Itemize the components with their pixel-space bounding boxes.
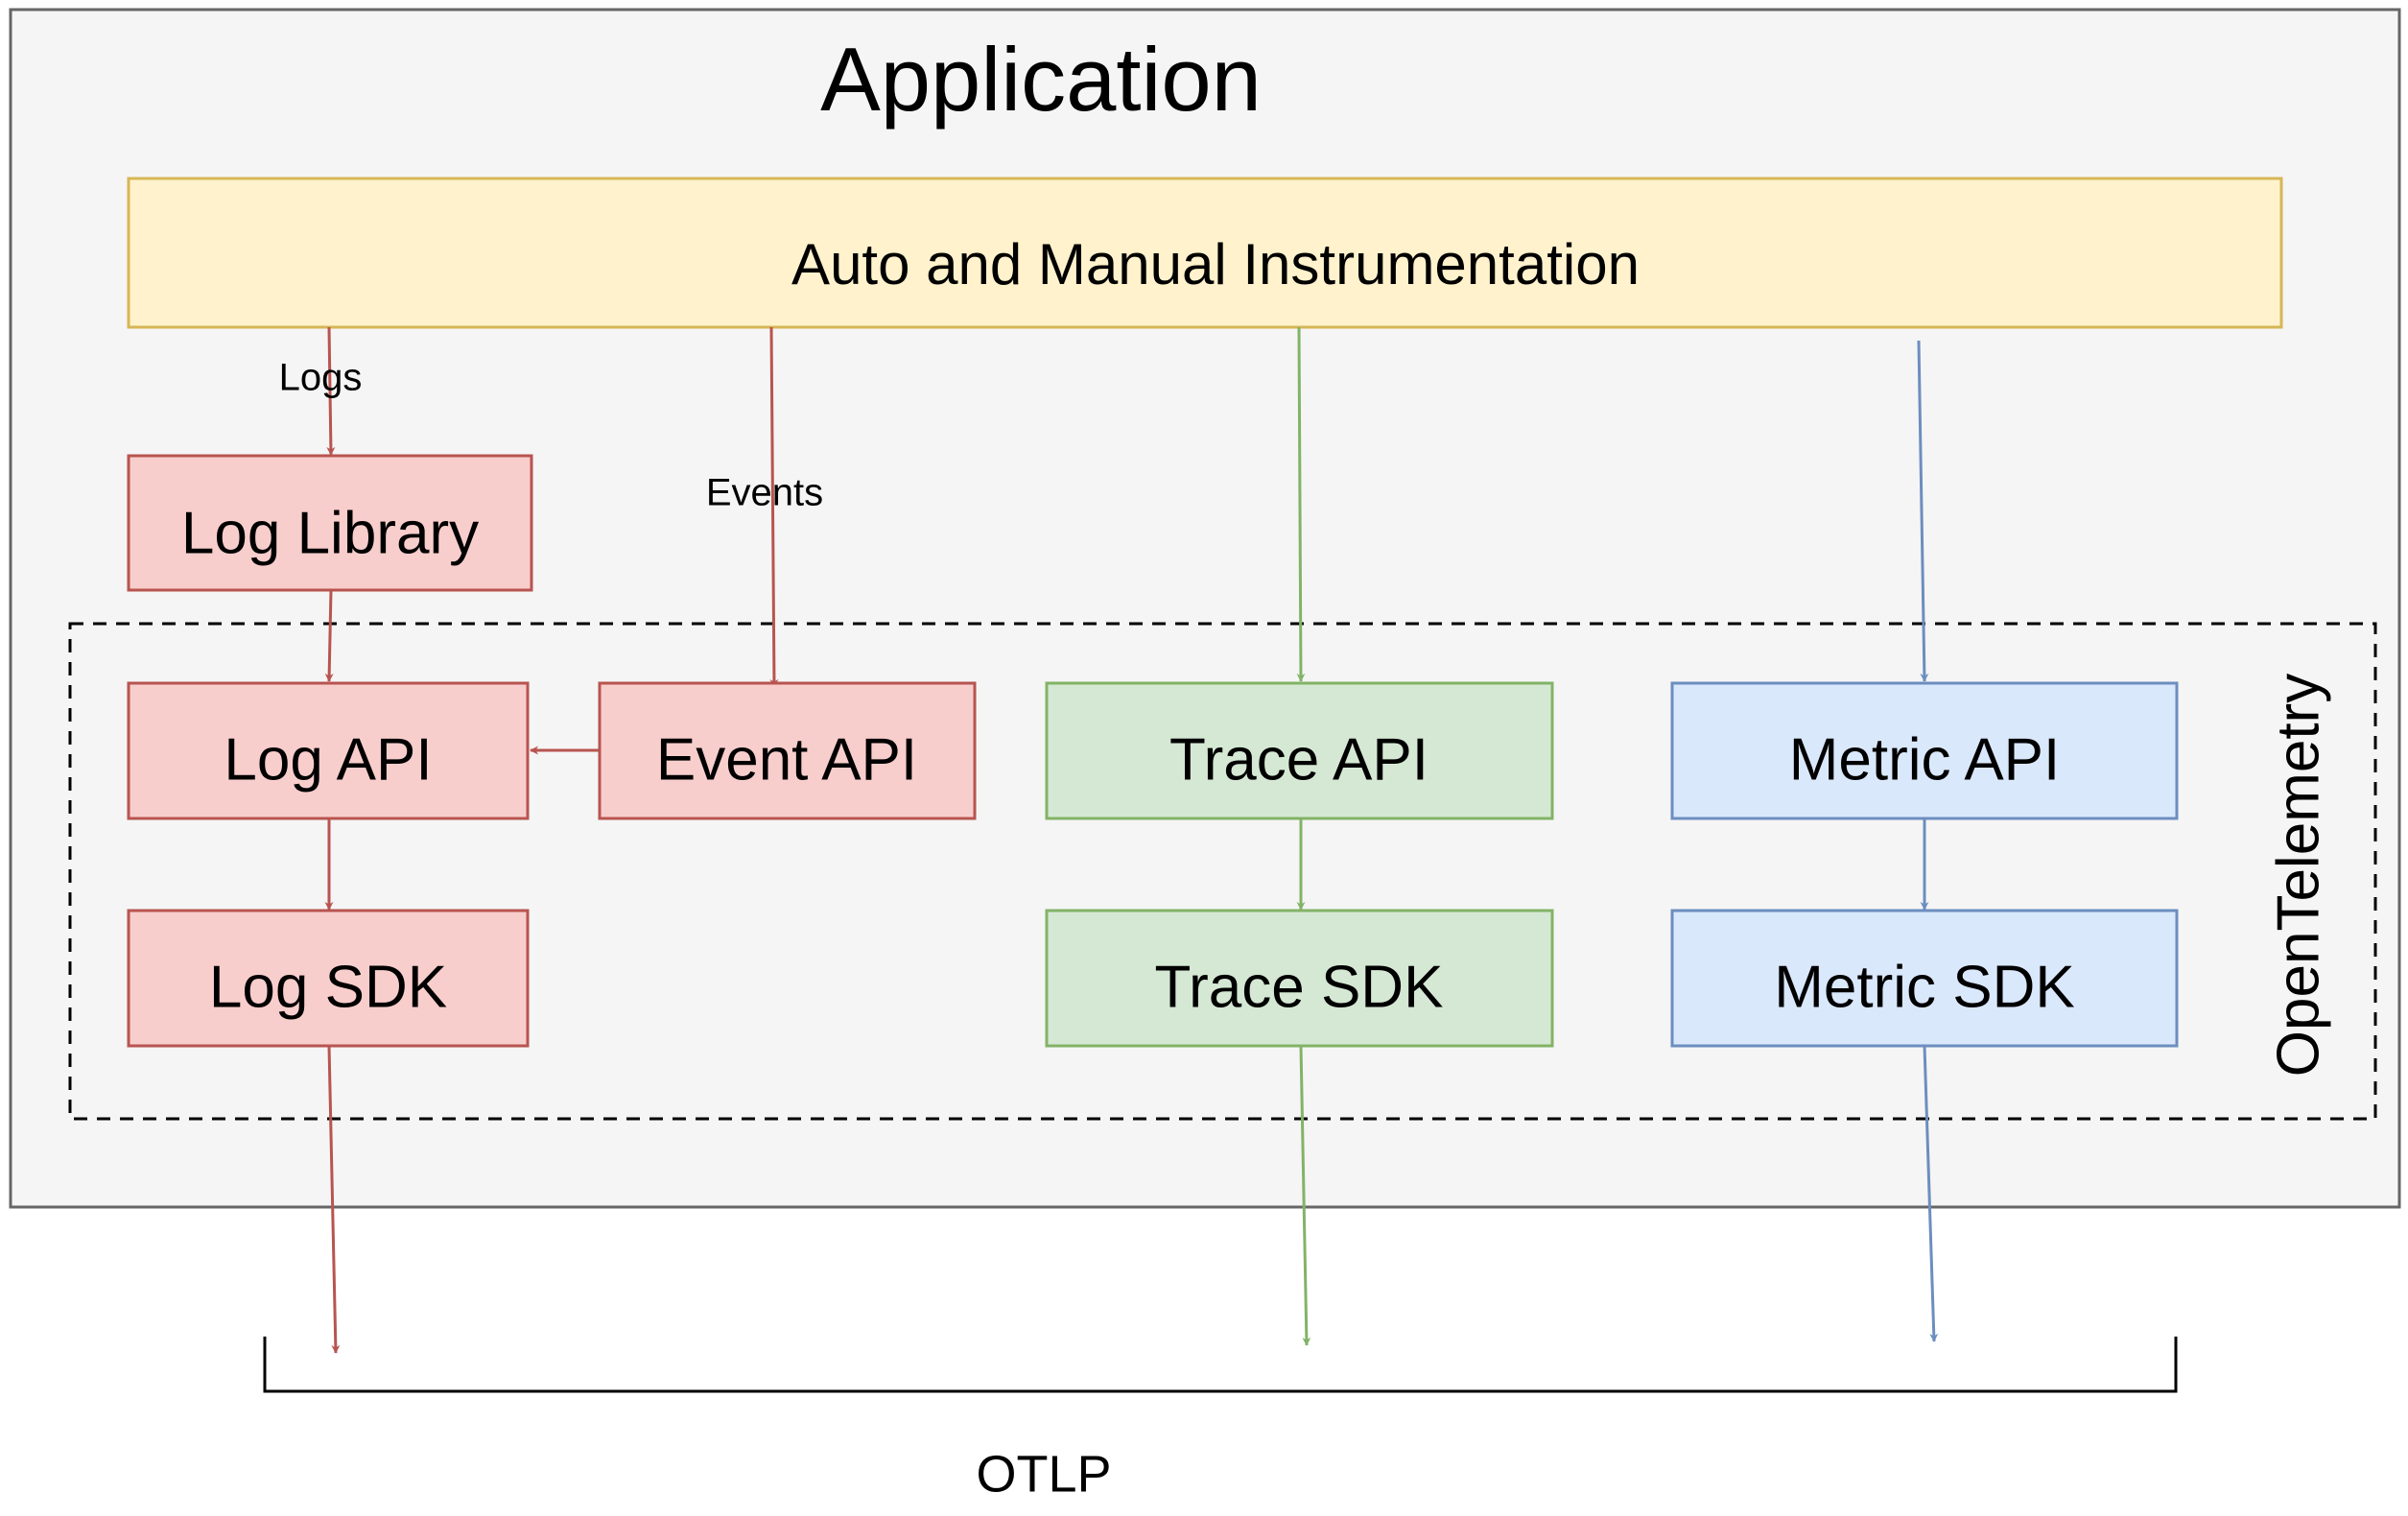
- metric-api-label: Metric API: [1789, 726, 2061, 793]
- instrumentation-label: Auto and Manual Instrumentation: [791, 232, 1640, 296]
- instrumentation-bar: [127, 177, 2283, 329]
- otlp-bracket: [263, 1337, 2178, 1393]
- log-sdk-box: [127, 909, 530, 1048]
- arrow-log-library-to-log-api: [324, 589, 334, 682]
- arrow-trace-sdk-to-otlp: [1299, 1045, 1311, 1346]
- metric-sdk-box: [1670, 909, 2179, 1048]
- log-api-label: Log API: [224, 726, 432, 793]
- arrow-log-sdk-to-otlp: [327, 1045, 341, 1354]
- event-api-label: Event API: [656, 726, 917, 793]
- arrow-metric-sdk-to-otlp: [1923, 1045, 1939, 1342]
- log-sdk-label: Log SDK: [209, 954, 447, 1020]
- arrow-instr-to-log-library: [326, 326, 336, 456]
- trace-api-label: Trace API: [1169, 726, 1428, 793]
- opentelemetry-region: [68, 622, 2377, 1121]
- arrow-instr-to-trace-api: [1296, 326, 1306, 682]
- otlp-label: OTLP: [976, 1445, 1111, 1503]
- trace-sdk-box: [1045, 909, 1554, 1048]
- trace-sdk-label: Trace SDK: [1155, 954, 1444, 1020]
- arrow-instr-to-event-api: [769, 326, 779, 688]
- edge-label-events: Events: [706, 472, 823, 514]
- trace-api-box: [1045, 681, 1554, 820]
- event-api-box: [598, 681, 977, 820]
- metric-sdk-label: Metric SDK: [1774, 954, 2074, 1020]
- opentelemetry-label: OpenTelemetry: [2265, 674, 2331, 1077]
- log-library-label: Log Library: [181, 500, 479, 566]
- edge-label-logs: Logs: [279, 357, 363, 399]
- log-library-box: [127, 454, 533, 592]
- metric-api-box: [1670, 681, 2179, 820]
- application-title: Application: [820, 29, 1262, 130]
- log-api-box: [127, 681, 530, 820]
- arrow-instr-to-metric-api: [1917, 340, 1929, 682]
